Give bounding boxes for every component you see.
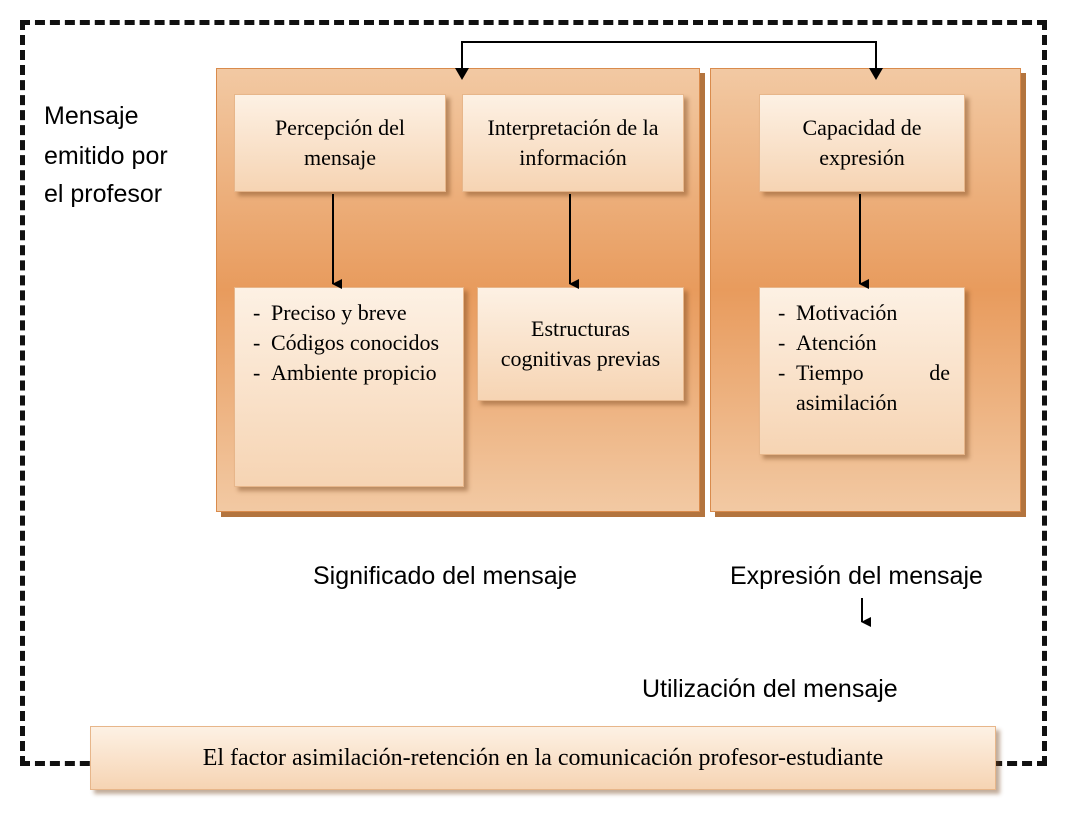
percepcion-text: Percepción del mensaje: [274, 115, 406, 170]
percepcion-box: Percepción del mensaje: [234, 94, 446, 192]
percepcion-details-box: Preciso y breve Códigos conocidos Ambien…: [234, 287, 464, 487]
list-item: Tiempo de asimilación: [776, 358, 950, 418]
percepcion-details-list: Preciso y breve Códigos conocidos Ambien…: [251, 298, 449, 388]
list-item: Motivación: [776, 298, 950, 328]
capacidad-box: Capacidad de expresión: [759, 94, 965, 192]
interpretacion-text: Interpretación de la información: [487, 115, 659, 170]
bottom-title-bar: El factor asimilación-retención en la co…: [90, 726, 996, 790]
estructuras-box: Estructuras cognitivas previas: [477, 287, 684, 401]
side-label-line1: Mensaje: [44, 102, 139, 130]
interpretacion-box: Interpretación de la información: [462, 94, 684, 192]
list-item: Atención: [776, 328, 950, 358]
side-label-line3: el profesor: [44, 180, 163, 208]
significado-label: Significado del mensaje: [313, 562, 578, 590]
expresion-details-box: Motivación Atención Tiempo de asimilació…: [759, 287, 965, 455]
expresion-details-list: Motivación Atención Tiempo de asimilació…: [776, 298, 950, 418]
list-item: Ambiente propicio: [251, 358, 449, 388]
capacidad-text: Capacidad de expresión: [802, 115, 922, 170]
expresion-label: Expresión del mensaje: [730, 562, 983, 590]
list-item: Códigos conocidos: [251, 328, 449, 358]
side-label-line2: emitido por: [44, 142, 168, 170]
utilizacion-label: Utilización del mensaje: [642, 675, 898, 703]
list-item: Preciso y breve: [251, 298, 449, 328]
bottom-title-text: El factor asimilación-retención en la co…: [202, 744, 884, 771]
estructuras-text: Estructuras cognitivas previas: [500, 316, 661, 371]
